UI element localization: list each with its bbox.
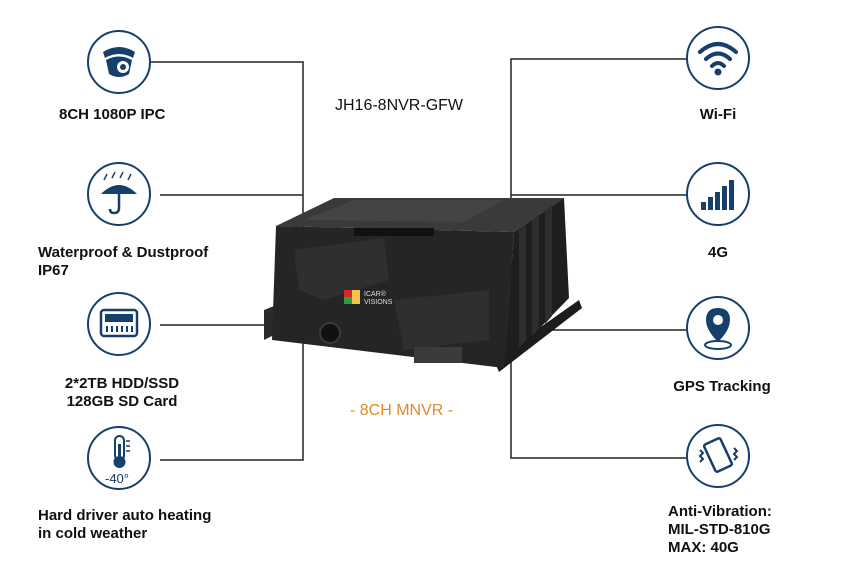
storage-icon-circle (87, 292, 151, 356)
wifi-icon (698, 42, 738, 76)
feature-label-wifi: Wi-Fi (699, 106, 737, 123)
storage-icon (99, 308, 139, 338)
wifi-icon-circle (686, 26, 750, 90)
brand-logo-line2: VISIONS (364, 299, 393, 306)
feature-label-waterproof: Waterproof & Dustproof IP67 (38, 244, 209, 279)
umbrella-rain-icon (101, 171, 137, 215)
product-subtitle: - 8CH MNVR - (350, 402, 454, 419)
signal-bars-icon (701, 180, 734, 210)
umbrella-icon-circle (87, 162, 151, 226)
feature-label-vibration: Anti-Vibration: MIL-STD-810G MAX: 40G (668, 503, 772, 556)
feature-label-gps: GPS Tracking (673, 378, 771, 395)
signal-icon-circle (686, 162, 750, 226)
feature-label-ipc: 8CH 1080P IPC (59, 106, 166, 123)
vibration-icon-circle (686, 424, 750, 488)
camera-icon (103, 47, 135, 77)
gps-icon-circle (686, 296, 750, 360)
thermometer-icon-circle: -40° (87, 426, 151, 490)
mnvr-device-image: ICAR® VISIONS (264, 198, 582, 372)
brand-logo: ICAR® VISIONS (344, 290, 393, 306)
location-pin-icon (704, 308, 732, 350)
feature-label-storage: 2*2TB HDD/SSD 128GB SD Card (64, 375, 180, 410)
feature-label-4g: 4G (707, 244, 728, 261)
thermometer-icon (113, 435, 130, 468)
vibration-phone-icon (698, 437, 739, 473)
thermometer-temp-text: -40° (105, 471, 129, 486)
feature-label-heating: Hard driver auto heating in cold weather (38, 507, 212, 542)
camera-icon-circle (87, 30, 151, 94)
model-title: JH16-8NVR-GFW (335, 97, 464, 114)
brand-logo-line1: ICAR® (364, 290, 387, 298)
